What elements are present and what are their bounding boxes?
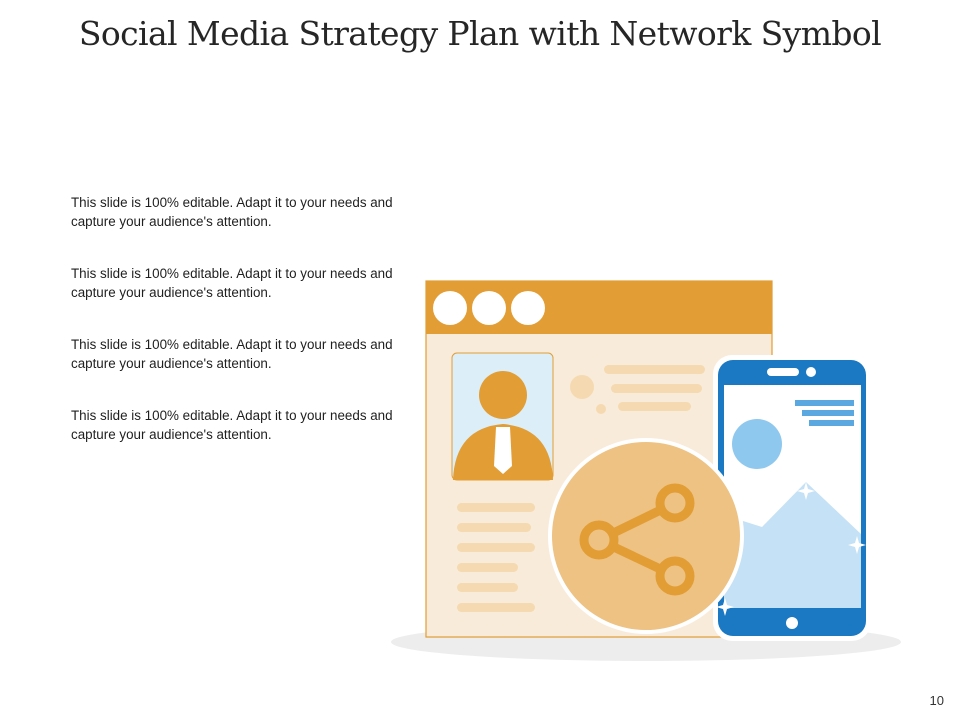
sparkle-icon	[797, 482, 815, 500]
bullet-item: This slide is 100% editable. Adapt it to…	[71, 266, 393, 300]
sparkle-icon	[848, 536, 866, 554]
bullet-item: This slide is 100% editable. Adapt it to…	[71, 195, 393, 229]
window-dot-icon	[433, 291, 467, 325]
window-dot-icon	[511, 291, 545, 325]
social-media-illustration-svg	[391, 280, 901, 661]
bullet-item: This slide is 100% editable. Adapt it to…	[71, 408, 393, 442]
smartphone-icon	[713, 355, 871, 641]
profile-avatar-icon	[451, 352, 554, 481]
social-media-illustration	[390, 275, 910, 680]
slide-title: Social Media Strategy Plan with Network …	[78, 14, 882, 53]
bullet-list: This slide is 100% editable. Adapt it to…	[71, 194, 406, 478]
sparkle-icon	[716, 598, 734, 616]
image-placeholder-icon	[724, 419, 861, 608]
share-icon	[548, 438, 744, 634]
bullet-item: This slide is 100% editable. Adapt it to…	[71, 337, 393, 371]
window-dot-icon	[472, 291, 506, 325]
page-number: 10	[929, 693, 944, 708]
